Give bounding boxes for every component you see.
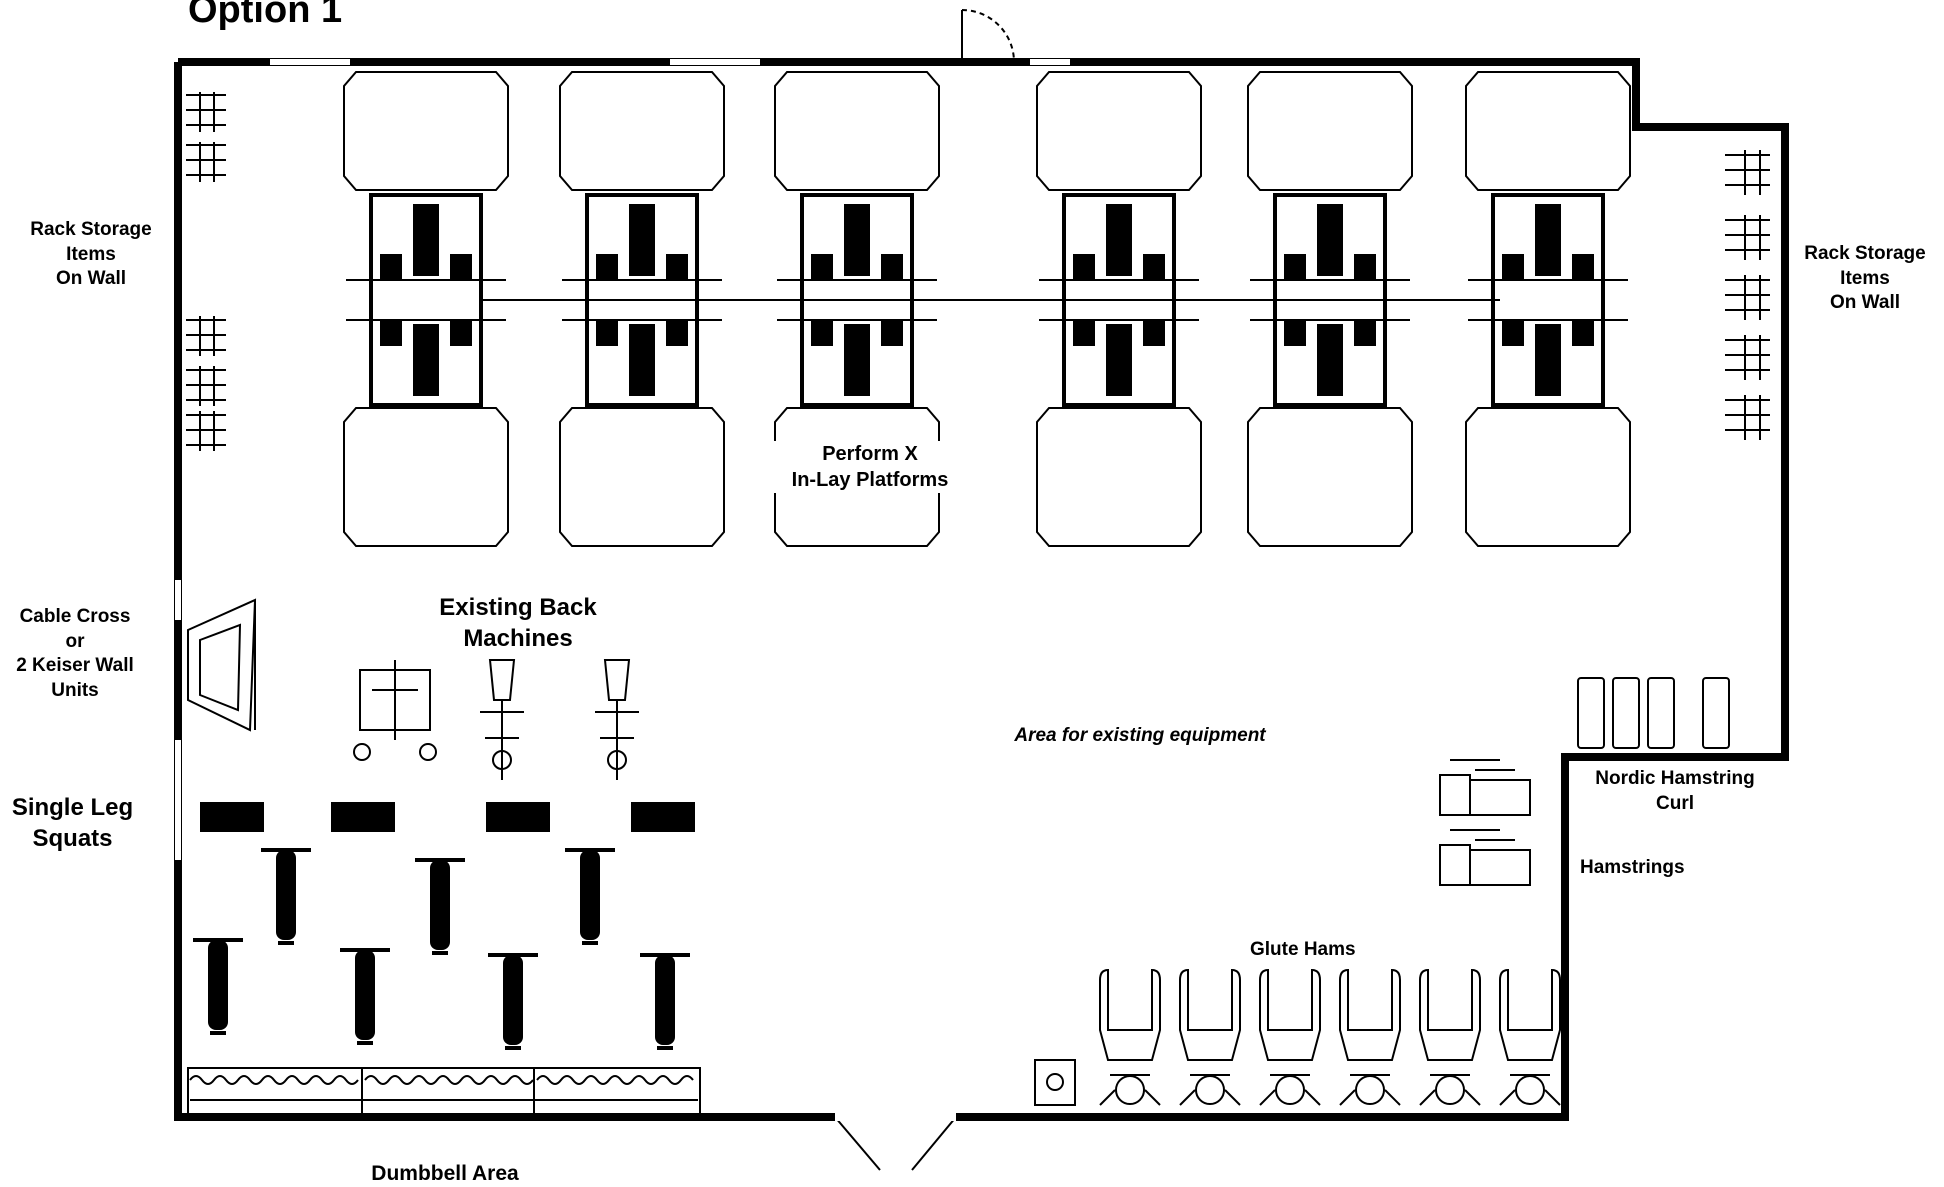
bikes (193, 848, 690, 1050)
bench-icon (331, 802, 395, 832)
back-machine-icon (353, 660, 437, 761)
bike-icon (565, 848, 615, 945)
squat-rack-icon (559, 71, 725, 547)
wall-storage-right (1725, 150, 1770, 440)
glute-ham-icon (1419, 968, 1481, 1106)
walls (174, 58, 1789, 1121)
dumbbell-rack-icon (187, 1067, 701, 1115)
rack-storage-right-label: Rack Storage Items On Wall (1804, 243, 1926, 314)
platform-icon (1465, 71, 1631, 191)
bench-icon (486, 802, 550, 832)
area-existing-label: Area for existing equipment (1014, 725, 1266, 746)
nordic-curl-icon (1577, 677, 1730, 749)
bike-icon (415, 858, 465, 955)
platform-icon (559, 71, 725, 191)
glute-ham-icon (1179, 968, 1241, 1106)
bench-icon (200, 802, 264, 832)
platform-icon (1465, 407, 1631, 547)
glute-ham-machines (1099, 968, 1561, 1106)
squat-rack-icon (1465, 71, 1631, 547)
door-swing-icon (961, 9, 1015, 63)
cable-cross-label: Cable Cross or 2 Keiser Wall Units (16, 606, 134, 702)
bench-icon (631, 802, 695, 832)
page-title: Option 1 (188, 0, 343, 31)
cable-cross-icon (187, 598, 257, 732)
platform-icon (559, 407, 725, 547)
single-leg-squat-benches (200, 802, 695, 832)
wall-openings (175, 59, 1070, 860)
glute-ham-icon (1339, 968, 1401, 1106)
rack-storage-left-label: Rack Storage Items On Wall (30, 219, 152, 290)
nordic-hamstring-label: Nordic Hamstring Curl (1595, 768, 1755, 814)
hamstrings-label: Hamstrings (1580, 857, 1685, 878)
back-machine-icon (480, 659, 524, 780)
dumbbell-area-label: Dumbbell Area (371, 1162, 519, 1185)
double-door-icon (834, 1113, 957, 1171)
squat-rack-icon (1247, 71, 1413, 547)
perform-x-label: Perform X In-Lay Platforms (774, 441, 966, 493)
squat-rack-icon (1036, 71, 1202, 547)
platform-icon (1036, 407, 1202, 547)
back-machine-icon (595, 659, 639, 780)
equipment-icon (1034, 1059, 1076, 1106)
glute-hams-label: Glute Hams (1250, 939, 1356, 960)
bike-icon (261, 848, 311, 945)
existing-back-machines-label: Existing Back Machines (439, 594, 597, 653)
platform-icon (774, 71, 940, 191)
bike-icon (340, 948, 390, 1045)
back-machines (353, 659, 639, 780)
squat-rack-icon (343, 71, 509, 547)
bike-icon (193, 938, 243, 1035)
platform-icon (1036, 71, 1202, 191)
platform-icon (1247, 71, 1413, 191)
platform-icon (343, 71, 509, 191)
hamstring-machines (1439, 759, 1531, 886)
glute-ham-icon (1099, 968, 1161, 1106)
glute-ham-icon (1499, 968, 1561, 1106)
wall-storage-left (186, 92, 226, 451)
glute-ham-icon (1259, 968, 1321, 1106)
squat-rack-area (343, 71, 1631, 547)
platform-icon (1247, 407, 1413, 547)
bike-icon (488, 953, 538, 1050)
single-leg-squats-label: Single Leg Squats (11, 794, 134, 853)
platform-icon (343, 407, 509, 547)
bike-icon (640, 953, 690, 1050)
